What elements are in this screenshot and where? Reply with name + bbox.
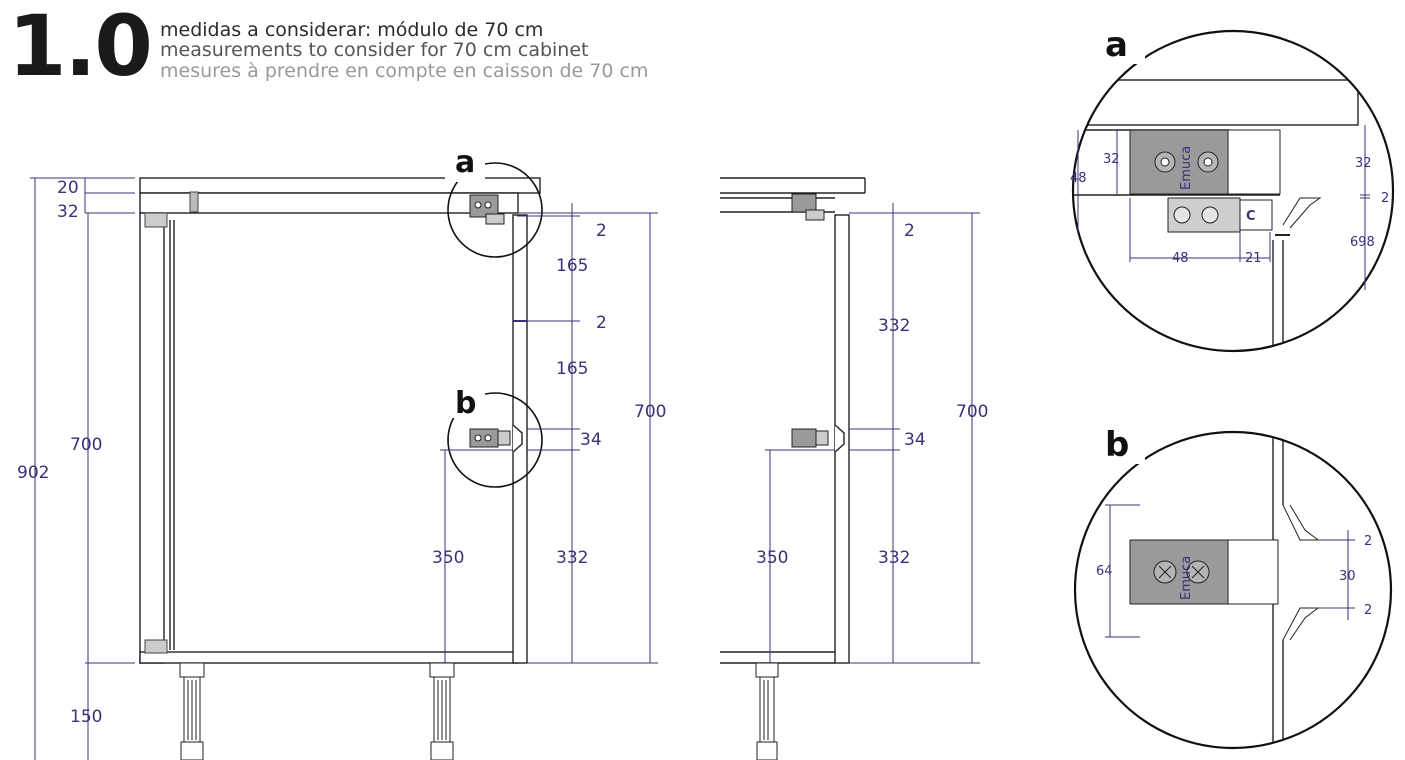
side-dim-lower-front: 332 xyxy=(878,548,910,568)
dim-total-height: 902 xyxy=(17,463,49,483)
side-dim-gap-top: 2 xyxy=(904,221,915,241)
hinge-top-left xyxy=(144,212,168,228)
clip-a xyxy=(469,194,505,225)
side-dim-profile-from-bottom: 350 xyxy=(756,548,788,568)
callout-label-b: b xyxy=(455,386,476,421)
side-view-dimensions xyxy=(765,203,980,664)
bottom-panel xyxy=(139,651,519,664)
detail-a-profile-letter: C xyxy=(1246,209,1256,224)
front-view-dimensions xyxy=(30,177,658,760)
dim-top-thickness: 20 xyxy=(57,178,79,198)
dim-lower-front: 332 xyxy=(556,548,588,568)
dim-upper-front-2: 165 xyxy=(556,359,588,379)
detail-a-label: a xyxy=(1105,25,1128,65)
dim-leg-height: 150 xyxy=(70,707,102,727)
detail-b-label: b xyxy=(1105,425,1129,465)
dim-gap-mid: 2 xyxy=(596,313,607,333)
title-french: mesures à prendre en compte en caisson d… xyxy=(160,60,649,82)
callout-circle-b xyxy=(447,392,543,488)
title-english: measurements to consider for 70 cm cabin… xyxy=(160,39,589,61)
detail-b-dim-gap-bottom: 2 xyxy=(1364,603,1372,618)
hinge-bottom-left xyxy=(144,639,168,654)
dim-upper-front-1: 165 xyxy=(556,256,588,276)
dim-rail-height: 32 xyxy=(57,202,79,222)
detail-a: a Emuca C 48 32 32 2 698 48 21 xyxy=(1070,20,1395,353)
detail-a-dim-rail-inner: 32 xyxy=(1103,152,1120,167)
left-side-panel xyxy=(139,212,165,664)
dim-profile-from-bottom: 350 xyxy=(432,548,464,568)
detail-b-dim-gap-top: 2 xyxy=(1364,534,1372,549)
handle-recess xyxy=(512,424,523,453)
side-dim-profile-gap: 34 xyxy=(904,430,926,450)
header: 1.0 medidas a considerar: módulo de 70 c… xyxy=(0,0,760,100)
dim-gap-top: 2 xyxy=(596,221,607,241)
callout-label-a: a xyxy=(455,145,475,180)
dim-profile-gap: 34 xyxy=(580,430,602,450)
side-dim-upper-front: 332 xyxy=(878,316,910,336)
detail-b-brand: Emuca xyxy=(1179,556,1194,600)
clip-b xyxy=(469,428,511,448)
dim-door-height: 700 xyxy=(634,402,666,422)
detail-a-dim-bottom-left: 48 xyxy=(1172,251,1189,266)
dim-cabinet-height: 700 xyxy=(70,435,102,455)
detail-b: b Emuca 64 2 30 2 xyxy=(1073,420,1393,750)
detail-a-dim-rail-right: 32 xyxy=(1355,156,1372,171)
detail-a-dim-rail-left: 48 xyxy=(1070,171,1087,186)
callout-circle-a xyxy=(447,162,543,258)
small-bracket xyxy=(189,191,199,213)
detail-a-dim-gap: 2 xyxy=(1381,191,1389,206)
side-dim-door-height: 700 xyxy=(956,402,988,422)
front-view xyxy=(139,162,543,760)
side-handle-recess xyxy=(834,424,845,453)
detail-a-dim-front-height: 698 xyxy=(1350,235,1375,250)
leg-right xyxy=(429,662,455,760)
side-view xyxy=(720,177,866,760)
detail-a-brand: Emuca xyxy=(1179,146,1194,190)
detail-b-dim-clip-height: 64 xyxy=(1096,564,1113,579)
detail-a-dim-bottom-right: 21 xyxy=(1245,251,1262,266)
step-number: 1.0 xyxy=(8,0,153,95)
leg-left xyxy=(179,662,205,760)
title-spanish: medidas a considerar: módulo de 70 cm xyxy=(160,19,544,41)
detail-b-dim-profile-opening: 30 xyxy=(1339,569,1356,584)
top-rail xyxy=(139,192,519,214)
